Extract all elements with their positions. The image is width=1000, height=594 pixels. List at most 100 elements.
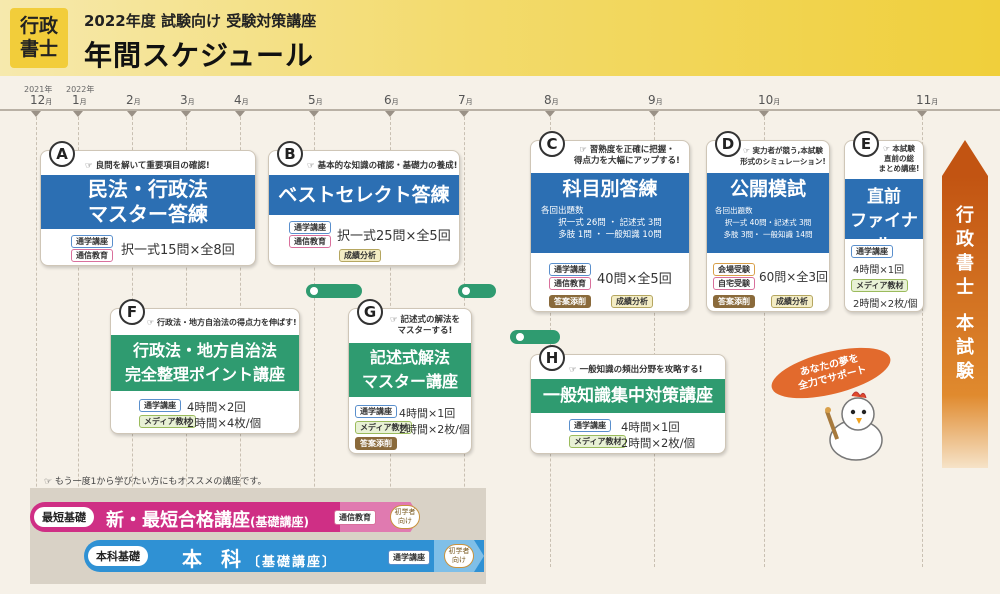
month-label: 5月 [308,93,323,107]
month-tick [759,111,769,117]
month-label: 7月 [458,93,473,107]
month-tick [459,111,469,117]
exam-char: 行 [956,205,974,226]
exam-arrow [942,140,988,176]
month-label: 1月 [72,93,87,107]
course-card-f[interactable]: F ☞ 行政法・地方自治法の得点力を伸ばす! 行政法・地方自治法 完全整理ポイン… [110,299,300,434]
month-suffix: 月 [79,98,87,106]
tag-classroom: 通学講座 [71,235,113,248]
tag-classroom: 通学講座 [355,405,397,418]
card-detail: 60問×全3回 [759,270,828,284]
card-letter: D [715,131,741,157]
card-detail-2: 2時間×2枚/個 [853,299,918,310]
saitan-label: 最短基礎 [34,507,94,527]
month-tick [127,111,137,117]
tag-grade-analysis: 成績分析 [771,295,813,308]
beginner-line1: 初学者 [394,508,416,516]
month-tick [31,111,41,117]
card-title: 行政法・地方自治法 完全整理ポイント講座 [111,335,299,391]
month-number: 3 [180,93,188,107]
month-number: 4 [234,93,242,107]
course-card-d[interactable]: D ☞ 実力者が競う,本試験 形式のシミュレーション! 公開模試 各回出題数 択… [706,131,830,312]
month-suffix: 月 [187,98,195,106]
month-tick [545,111,555,117]
tag-correspondence: 通信教育 [549,277,591,290]
card-note: ☞ 基本的な知識の確認・基礎力の養成! [307,161,458,171]
bottom-note: ☞ もう一度1から学びたい方にもオススメの講座です。 [44,477,267,487]
tag-classroom: 通学講座 [549,263,591,276]
exam-char: 書 [956,253,974,274]
tag-venue-exam: 会場受験 [713,263,755,276]
month-number: 7 [458,93,466,107]
course-card-b[interactable]: B ☞ 基本的な知識の確認・基礎力の養成! ベストセレクト答練 通学講座 通信教… [268,141,460,266]
card-title-line1: 民法・行政法 [88,177,208,201]
card-note: ☞ 良問を解いて重要項目の確認! [85,161,210,171]
month-suffix: 月 [931,98,939,106]
count-label: 各回出題数 [715,206,753,215]
month-suffix: 月 [391,98,399,106]
course-card-c[interactable]: C ☞ 習熟度を正確に把握・ 得点力を大幅にアップする! 科目別答練 各回出題数… [530,131,690,312]
card-detail-2: 2時間×2枚/個 [399,423,470,436]
month-number: 1 [72,93,80,107]
month-guide-line [314,117,315,567]
connector-pill-g [458,284,496,298]
connector-pill-f [306,284,362,298]
count-line1: 択一式 26問 ・ 記述式 3問 [558,218,662,228]
month-suffix: 月 [655,98,663,106]
month-label: 11月 [916,93,938,107]
tag-grade-analysis: 成績分析 [339,249,381,262]
month-number: 6 [384,93,392,107]
exam-banner: 行 政 書 士 本 試 験 [942,176,988,468]
course-card-e[interactable]: E ☞ 本試験 直前の総 まとめ講座! 直前 ファイナル 通学講座 4時間×1回… [844,131,924,312]
header: 行政 書士 2022年度 試験向け 受験対策講座 年間スケジュール [0,0,1000,76]
tag-classroom: 通学講座 [569,419,611,432]
card-detail: 択一式15問×全8回 [121,243,235,258]
page-title: 年間スケジュール [84,39,315,72]
honka-title-main: 本 科 [182,547,247,571]
card-detail-1: 4時間×1回 [853,265,905,276]
course-card-h[interactable]: H ☞ 一般知識の頻出分野を攻略する! 一般知識集中対策講座 通学講座 4時間×… [530,345,726,454]
month-label: 12月 [30,93,52,107]
note-line1: ☞ 記述式の解法を [389,315,461,325]
course-card-g[interactable]: G ☞ 記述式の解法を マスターする! 記述式解法 マスター講座 通学講座 4時… [348,299,472,454]
card-detail: 択一式25問×全5回 [337,229,451,244]
month-tick [181,111,191,117]
month-guide-line [764,117,765,567]
card-title-line2: 完全整理ポイント講座 [124,365,285,384]
note-line3: まとめ講座! [878,164,920,173]
month-suffix: 月 [773,98,781,106]
month-suffix: 月 [465,98,473,106]
month-label: 6月 [384,93,399,107]
month-suffix: 月 [315,98,323,106]
tag-media: メディア教材 [355,421,413,434]
header-badge: 行政 書士 [10,8,68,68]
card-letter: E [853,131,879,157]
card-title: 直前 ファイナル [845,179,923,255]
month-suffix: 月 [133,98,141,106]
course-card-a[interactable]: A ☞ 良問を解いて重要項目の確認! 民法・行政法 マスター答練 通学講座 通信… [40,141,256,266]
card-detail-1: 4時間×1回 [399,407,456,420]
card-title-block: 科目別答練 各回出題数 択一式 26問 ・ 記述式 3問 多肢 1問 ・ 一般知… [531,173,689,253]
month-guide-line [78,117,79,567]
card-letter: F [119,299,145,325]
exam-char: 士 [956,277,974,298]
card-title: 一般知識集中対策講座 [531,379,725,413]
beginner-badge: 初学者向け [444,544,474,568]
year-label-2022: 2022年 [66,85,95,94]
month-label: 9月 [648,93,663,107]
mascot-chick-icon [824,391,883,461]
exam-char: 験 [956,361,974,382]
month-tick [235,111,245,117]
connector-dot [310,287,318,295]
honka-label: 本科基礎 [88,546,148,566]
note-line2: 形式のシミュレーション! [740,157,826,166]
note-line2: マスターする! [397,326,453,336]
month-suffix: 月 [551,98,559,106]
month-label: 4月 [234,93,249,107]
tag-correspondence: 通信教育 [289,235,331,248]
tag-media: メディア教材 [851,279,909,292]
month-tick [917,111,927,117]
month-guide-line [36,117,37,567]
card-title-line1: 記述式解法 [369,348,450,367]
